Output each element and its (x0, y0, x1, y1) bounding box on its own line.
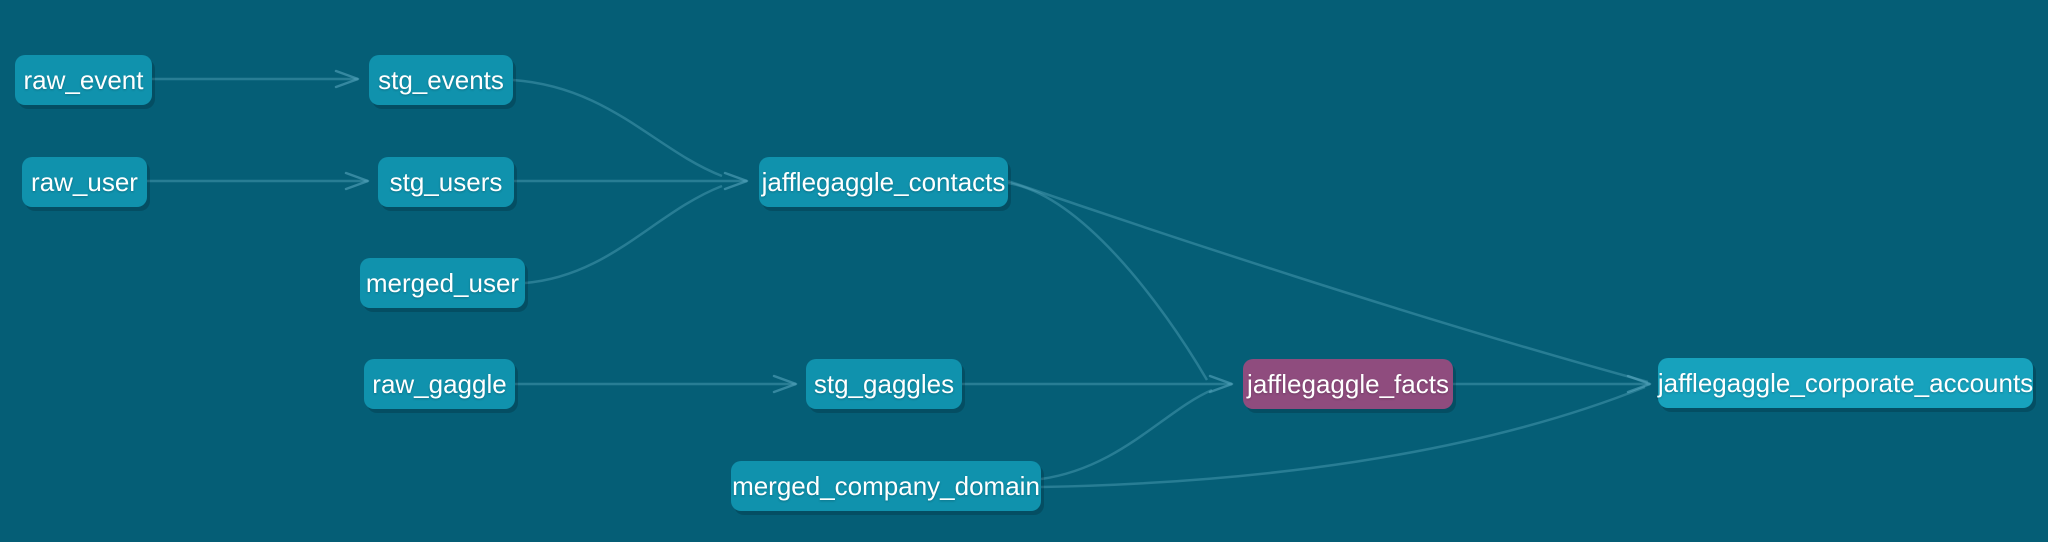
node-label: raw_gaggle (372, 369, 507, 399)
node-jafflegaggle_contacts[interactable]: jafflegaggle_contacts (759, 157, 1008, 207)
node-label: jafflegaggle_facts (1247, 369, 1449, 399)
node-label: stg_users (389, 167, 503, 197)
node-stg_users[interactable]: stg_users (378, 157, 514, 207)
arrowhead-icon (723, 171, 749, 191)
arrowhead-icon (1626, 374, 1652, 394)
node-stg_gaggles[interactable]: stg_gaggles (806, 359, 962, 409)
node-label: raw_event (23, 65, 144, 95)
node-raw_event[interactable]: raw_event (15, 55, 152, 105)
node-label: jafflegaggle_corporate_accounts (1657, 368, 2034, 398)
node-raw_user[interactable]: raw_user (22, 157, 147, 207)
edge-stg_events-to-jafflegaggle_contacts (512, 78, 723, 178)
arrowhead-icon (334, 69, 360, 89)
node-stg_events[interactable]: stg_events (369, 55, 513, 105)
node-label: raw_user (31, 167, 138, 197)
node-merged_user[interactable]: merged_user (360, 258, 525, 308)
edge-merged_company_domain-to-jafflegaggle_facts (1040, 388, 1213, 481)
node-raw_gaggle[interactable]: raw_gaggle (364, 359, 515, 409)
edge-jafflegaggle_contacts-to-jafflegaggle_corporate_accounts (1007, 179, 1649, 384)
node-label: stg_gaggles (813, 369, 955, 399)
node-jafflegaggle_facts[interactable]: jafflegaggle_facts (1243, 359, 1453, 409)
node-merged_company_domain[interactable]: merged_company_domain (731, 461, 1041, 511)
arrowhead-icon (1208, 374, 1234, 394)
edge-merged_user-to-jafflegaggle_contacts (524, 184, 723, 285)
node-label: jafflegaggle_contacts (761, 167, 1006, 197)
edge-jafflegaggle_contacts-to-jafflegaggle_facts (1007, 181, 1209, 381)
arrowhead-icon (772, 374, 798, 394)
node-jafflegaggle_corporate_accounts[interactable]: jafflegaggle_corporate_accounts (1658, 358, 2033, 408)
node-label: stg_events (378, 65, 504, 95)
arrowhead-icon (344, 171, 370, 191)
node-label: merged_user (365, 268, 520, 298)
node-label: merged_company_domain (732, 471, 1040, 501)
edge-merged_company_domain-to-jafflegaggle_corporate_accounts (1040, 385, 1646, 489)
